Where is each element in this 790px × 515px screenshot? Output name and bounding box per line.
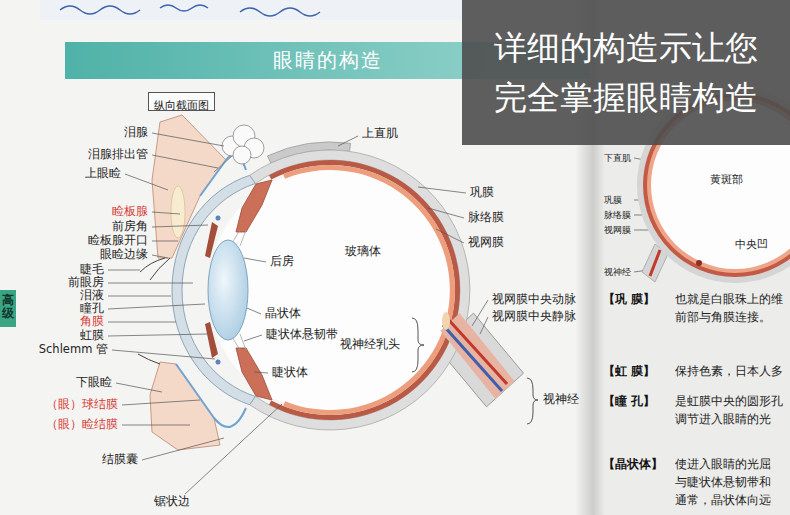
iris xyxy=(205,322,218,358)
lacrimal-duct xyxy=(214,156,232,172)
schlemm-canal xyxy=(216,360,221,365)
part-label: Schlemm 管 xyxy=(39,343,108,357)
central-vein xyxy=(443,325,502,391)
part-label: 玻璃体 xyxy=(345,245,381,259)
upper-eyelid xyxy=(152,115,226,258)
part-label: 视神经 xyxy=(543,393,579,407)
table-text: 使进入眼睛的光屈 xyxy=(675,458,771,472)
table-text: 保持色素，日本人多 xyxy=(675,365,783,379)
part-label: 视神经乳头 xyxy=(340,338,400,352)
part-label: 中央凹 xyxy=(735,238,768,251)
part-label: 睫状体悬韧带 xyxy=(266,328,338,342)
node-text: 纵向截面图 xyxy=(154,99,209,113)
part-label: 晶状体 xyxy=(265,307,301,321)
part-label: 泪腺排出管 xyxy=(88,148,148,162)
cover-pattern xyxy=(60,5,320,16)
part-label: 结膜囊 xyxy=(102,453,138,467)
part-label: 下眼睑 xyxy=(76,376,112,390)
lacrimal-gland xyxy=(222,125,264,164)
table-text: 前部与角膜连接。 xyxy=(675,311,771,325)
bracket xyxy=(412,318,424,372)
bracket xyxy=(527,378,538,424)
part-label: 视网膜中央静脉 xyxy=(492,310,576,324)
part-label: 巩膜 xyxy=(470,186,494,200)
part-label: 睑板腺开口 xyxy=(88,234,148,248)
eyelashes xyxy=(138,258,170,364)
part-label: 虹膜 xyxy=(80,329,104,343)
part-label: （眼）球结膜 xyxy=(46,398,118,412)
part-label: 视网膜中央动脉 xyxy=(492,293,576,307)
table-text: 【晶状体】 xyxy=(603,458,663,472)
section-tab: 高级 xyxy=(0,290,16,327)
table-text: 调节进入眼睛的光 xyxy=(675,413,771,427)
part-label: 后房 xyxy=(270,255,294,269)
caption-box: 纵向截面图 xyxy=(148,92,215,111)
table-text: 【巩 膜】 xyxy=(603,293,655,307)
retina xyxy=(283,165,455,415)
central-artery xyxy=(447,318,507,384)
part-label: 睫毛 xyxy=(80,263,104,277)
table-text: 与睫状体悬韧带和 xyxy=(675,476,771,490)
macula xyxy=(696,260,702,266)
part-label: 泪液 xyxy=(80,289,104,303)
part-label: 前眼房 xyxy=(68,276,104,290)
part-label: 黄斑部 xyxy=(710,173,743,186)
part-label: 前房角 xyxy=(112,220,148,234)
part-label: 睑板腺 xyxy=(112,205,148,219)
table-text: 通常，晶状体向远 xyxy=(675,494,771,508)
cornea xyxy=(172,175,255,404)
conjunctiva xyxy=(176,155,246,427)
table-text: 【瞳 孔】 xyxy=(603,395,655,409)
part-label: 角膜 xyxy=(80,315,104,329)
schlemm-canal xyxy=(216,216,221,221)
cover-edge xyxy=(40,0,462,20)
part-label: 下直肌 xyxy=(604,153,631,164)
choroid xyxy=(269,160,460,420)
part-label: 视网膜 xyxy=(604,225,631,236)
tarsal-gland xyxy=(171,186,185,238)
part-label: 睫状体 xyxy=(272,366,308,380)
node-text: 高级 xyxy=(2,294,14,320)
part-label: 上眼睑 xyxy=(85,167,121,181)
iris xyxy=(205,222,218,258)
part-label: 脉络膜 xyxy=(604,210,631,221)
part-label: 瞳孔 xyxy=(80,302,104,316)
part-label: （眼）睑结膜 xyxy=(46,418,118,432)
part-label: 泪腺 xyxy=(124,126,148,140)
table-text: 是虹膜中央的圆形孔 xyxy=(675,395,783,409)
part-label: 锯状边 xyxy=(154,495,190,509)
banner-box: 详细的构造示让您 完全掌握眼睛构造 xyxy=(462,0,790,145)
table-text: 【虹 膜】 xyxy=(603,365,655,379)
part-label: 视神经 xyxy=(604,267,631,278)
part-label: 视网膜 xyxy=(468,236,504,250)
part-label: 眼睑边缘 xyxy=(100,248,148,262)
node-text: 详细的构造示让您 完全掌握眼睛构造 xyxy=(487,23,764,122)
table-text: 也就是白眼珠上的维 xyxy=(675,293,783,307)
nerve-core xyxy=(440,313,514,398)
lens xyxy=(208,240,248,340)
part-label: 巩膜 xyxy=(604,195,622,206)
part-label: 上直肌 xyxy=(362,127,398,141)
sclera xyxy=(250,150,470,430)
nerve-vessel xyxy=(650,250,660,276)
part-label: 脉络膜 xyxy=(468,211,504,225)
optic-disc xyxy=(442,312,450,330)
